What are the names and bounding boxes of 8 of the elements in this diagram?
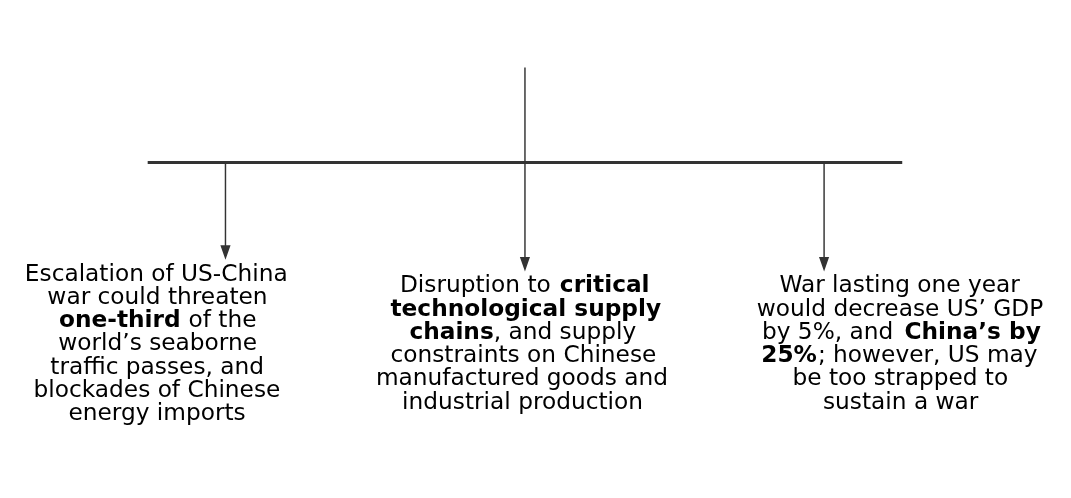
node-bar <box>147 161 903 164</box>
connector <box>524 66 526 163</box>
node-text: Disruption to critical technological supply chains, and supply constraints on Chinese manufactured goods and industrial production <box>375 270 669 414</box>
arrow <box>220 162 231 260</box>
arrow <box>519 162 531 272</box>
arrow <box>819 162 830 272</box>
node-text: Escalation of US-China war could threaten one-third of the world’s seaborne traffic passes, and blockades of Chinese energy imports <box>24 258 288 426</box>
node-text: War lasting one year would decrease US’ GDP by 5%, and China’s by 25%; however, US may be too strapped to sustain a war <box>756 270 1044 414</box>
